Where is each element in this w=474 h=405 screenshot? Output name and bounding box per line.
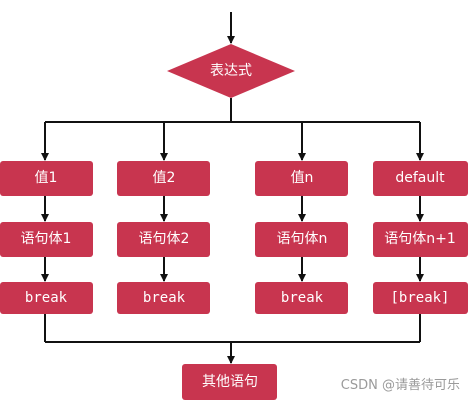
case-label: default xyxy=(395,170,445,186)
break-label: [break] xyxy=(390,290,449,306)
break-node xyxy=(117,282,210,314)
decision-node: 表达式 xyxy=(167,44,295,98)
branch-1: 值1 语句体1 break xyxy=(0,161,93,314)
branch-default: default 语句体n+1 [break] xyxy=(373,161,468,314)
body-node xyxy=(373,222,468,257)
body-label: 语句体1 xyxy=(21,231,72,247)
body-node xyxy=(255,222,348,257)
break-label: break xyxy=(143,290,186,306)
watermark: CSDN @请善待可乐 xyxy=(340,378,460,393)
case-label: 值1 xyxy=(35,170,58,186)
break-node xyxy=(373,282,468,314)
case-node xyxy=(373,161,468,196)
body-label: 语句体n+1 xyxy=(384,231,456,247)
body-node xyxy=(0,222,93,257)
case-node xyxy=(0,161,93,196)
break-node xyxy=(0,282,93,314)
case-label: 值2 xyxy=(153,170,176,186)
decision-label: 表达式 xyxy=(210,63,252,79)
case-label: 值n xyxy=(291,170,314,186)
case-node xyxy=(117,161,210,196)
connectors xyxy=(41,12,424,364)
case-node xyxy=(255,161,348,196)
end-label: 其他语句 xyxy=(202,374,258,390)
break-label: break xyxy=(281,290,324,306)
end-node: 其他语句 xyxy=(182,364,277,400)
break-label: break xyxy=(25,290,68,306)
branch-n: 值n 语句体n break xyxy=(255,161,348,314)
body-label: 语句体2 xyxy=(139,231,190,247)
body-label: 语句体n xyxy=(277,231,328,247)
break-node xyxy=(255,282,348,314)
branch-2: 值2 语句体2 break xyxy=(117,161,210,314)
body-node xyxy=(117,222,210,257)
